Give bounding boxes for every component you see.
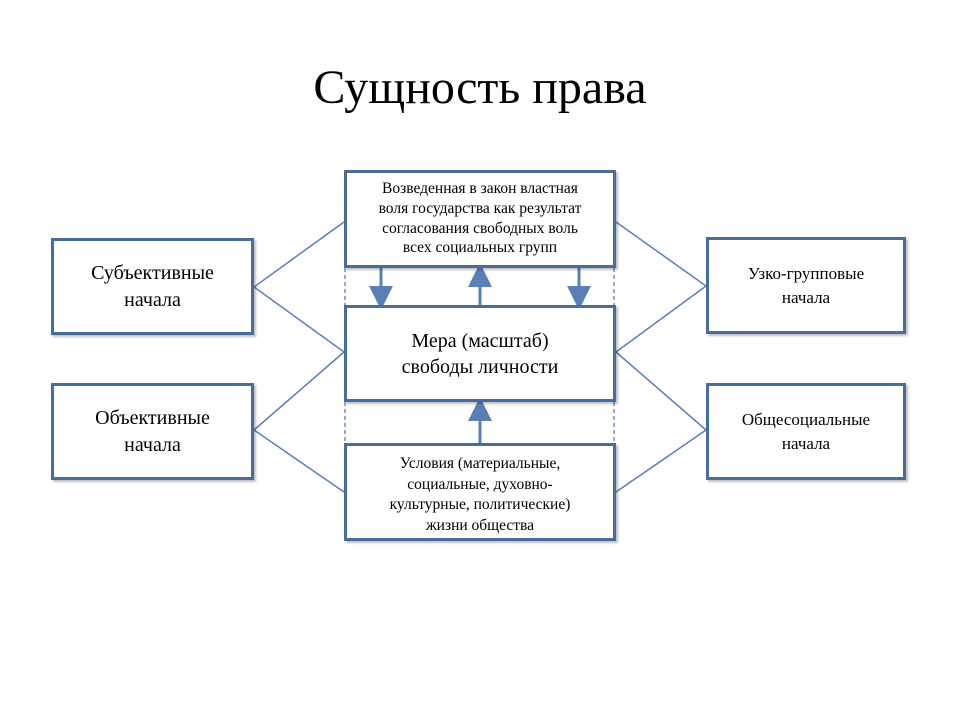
connector-general-bottom: [615, 429, 707, 493]
connector-objective-bottom: [253, 429, 345, 493]
connector-objective-center: [253, 351, 345, 431]
connector-general-center: [615, 351, 707, 431]
connector-subjective-top: [253, 221, 345, 288]
objective-principles-label: Объективные начала: [95, 406, 210, 456]
general-social-principles-box: Общесоциальные начала: [706, 383, 906, 480]
objective-principles-box: Объективные начала: [51, 383, 254, 480]
narrow-group-principles-label: Узко-групповые начала: [747, 263, 865, 307]
slide-title: Сущность права: [313, 61, 647, 114]
connector-narrow-top: [615, 221, 707, 287]
society-conditions-label: Условия (материальные, социальные, духов…: [389, 455, 571, 534]
subjective-principles-box: Субъективные начала: [51, 238, 254, 335]
freedom-measure-box: Мера (масштаб) свободы личности: [344, 305, 616, 402]
general-social-principles-label: Общесоциальные начала: [741, 409, 871, 453]
connector-narrow-center: [615, 285, 707, 353]
subjective-principles-label: Субъективные начала: [91, 261, 214, 311]
society-conditions-box: Условия (материальные, социальные, духов…: [344, 443, 616, 541]
connector-subjective-center: [253, 286, 345, 353]
narrow-group-principles-box: Узко-групповые начала: [706, 237, 906, 334]
state-will-box: Возведенная в закон властная воля госуда…: [344, 170, 616, 268]
freedom-measure-label: Мера (масштаб) свободы личности: [401, 329, 559, 378]
state-will-label: Возведенная в закон властная воля госуда…: [378, 180, 582, 257]
